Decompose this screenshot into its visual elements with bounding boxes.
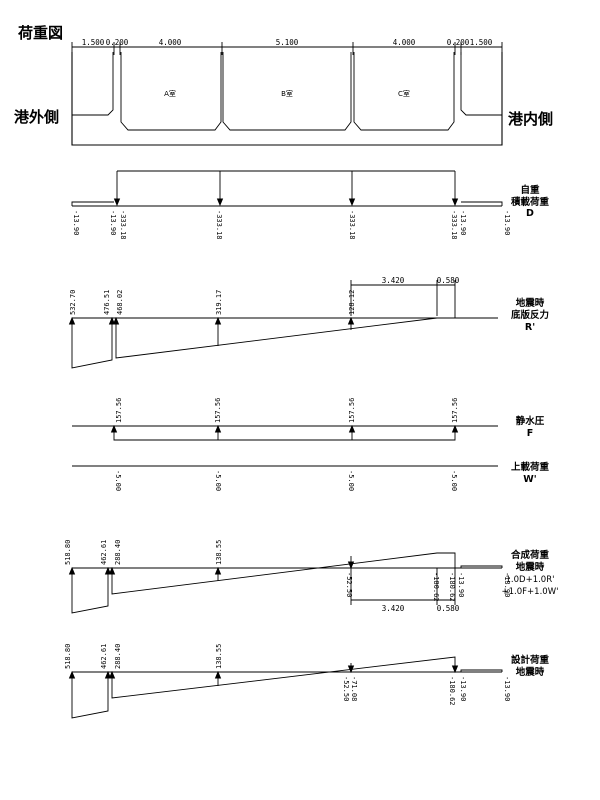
row-label: 上載荷重 — [511, 461, 550, 473]
caisson-section: A室 B室 C室 — [71, 52, 503, 146]
value-label: -13.90 — [459, 210, 467, 235]
value-label: 468.02 — [116, 290, 124, 315]
dim-label: 5.100 — [276, 38, 299, 47]
value-label: -71.08 — [350, 676, 358, 701]
dim-label: 3.420 — [382, 604, 405, 613]
value-label: 462.61 — [100, 644, 108, 669]
value-label: 532.70 — [69, 290, 77, 315]
row-label: F — [527, 428, 534, 439]
value-label: 288.40 — [114, 540, 122, 565]
dim-label: 4.000 — [393, 38, 416, 47]
dim-label: 4.000 — [159, 38, 182, 47]
dim-label: 1.500 — [82, 38, 105, 47]
value-label: 462.61 — [100, 540, 108, 565]
room-label-b: B室 — [281, 89, 293, 98]
room-label-a: A室 — [164, 89, 176, 98]
value-label: -5.00 — [214, 470, 222, 491]
row-label: 1.0D+1.0R' — [506, 575, 555, 585]
row-surcharge: -5.00 -5.00 -5.00 -5.00 上載荷重 W' — [72, 461, 549, 491]
value-label: 518.80 — [64, 540, 72, 565]
row-seismic-reaction: 3.420 0.580 532.70 476.51 468.02 319.17 … — [68, 276, 549, 369]
row-label: 底版反力 — [510, 309, 549, 321]
row-combined-load: 3.420 0.580 518.80 462.61 288.40 138.55 … — [64, 540, 559, 614]
value-label: -13.90 — [109, 210, 117, 235]
value-label: 319.17 — [215, 290, 223, 315]
value-label: 128.12 — [348, 290, 356, 315]
value-label: 157.56 — [214, 398, 222, 423]
value-label: -5.00 — [347, 470, 355, 491]
value-label: -333.18 — [215, 210, 223, 240]
row-label: D — [526, 208, 534, 219]
value-label: 138.55 — [215, 540, 223, 565]
dim-label: 0.200 — [447, 38, 470, 47]
row-label: R' — [525, 322, 535, 333]
value-label: -13.90 — [503, 676, 511, 701]
value-label: -180.62 — [448, 676, 456, 706]
value-label: -13.90 — [459, 676, 467, 701]
value-label: 138.55 — [215, 644, 223, 669]
value-label: -52.50 — [345, 572, 353, 597]
row-label: 積載荷重 — [510, 196, 550, 208]
value-label: -52.50 — [342, 676, 350, 701]
row-label: 自重 — [520, 184, 540, 196]
value-label: -333.18 — [119, 210, 127, 240]
value-label: 288.40 — [114, 644, 122, 669]
value-label: -333.18 — [450, 210, 458, 240]
value-label: -180.62 — [432, 572, 440, 602]
room-label-c: C室 — [398, 89, 410, 98]
value-label: 157.56 — [115, 398, 123, 423]
row-hydrostatic: 157.56 157.56 157.56 157.56 静水圧 F — [72, 398, 545, 441]
dim-label: 0.580 — [437, 604, 460, 613]
value-label: -13.90 — [72, 210, 80, 235]
value-label: 157.56 — [451, 398, 459, 423]
row-label: 静水圧 — [516, 415, 545, 427]
value-label: 476.51 — [103, 290, 111, 315]
value-label: -333.18 — [348, 210, 356, 240]
row-dead-load: -13.90 -13.90 -333.18 -333.18 -333.18 -3… — [71, 170, 550, 240]
value-label: 157.56 — [348, 398, 356, 423]
row-design-load: 518.80 462.61 288.40 138.55 -52.50 -71.0… — [64, 644, 550, 719]
side-label-left: 港外側 — [14, 108, 59, 126]
value-label: -180.62 — [448, 572, 456, 602]
row-label: 地震時 — [516, 666, 545, 678]
page-title: 荷重図 — [18, 24, 63, 42]
row-label: +1.0F+1.0W' — [502, 587, 559, 597]
value-label: -13.90 — [503, 210, 511, 235]
dim-label: 3.420 — [382, 276, 405, 285]
value-label: -13.90 — [503, 572, 511, 597]
dim-label: 0.580 — [437, 276, 460, 285]
value-label: -5.00 — [450, 470, 458, 491]
value-label: -13.90 — [457, 572, 465, 597]
dim-label: 1.500 — [470, 38, 493, 47]
row-label: 合成荷重 — [511, 549, 550, 561]
row-label: W' — [523, 474, 536, 485]
dim-label: 0.200 — [106, 38, 129, 47]
row-label: 設計荷重 — [511, 654, 550, 666]
dimension-line: 1.500 0.200 4.000 5.100 4.000 0.200 1.50… — [71, 38, 503, 55]
value-label: -5.00 — [114, 470, 122, 491]
side-label-right: 港内側 — [508, 110, 553, 128]
row-label: 地震時 — [516, 561, 545, 573]
value-label: 518.80 — [64, 644, 72, 669]
row-label: 地震時 — [516, 297, 545, 309]
